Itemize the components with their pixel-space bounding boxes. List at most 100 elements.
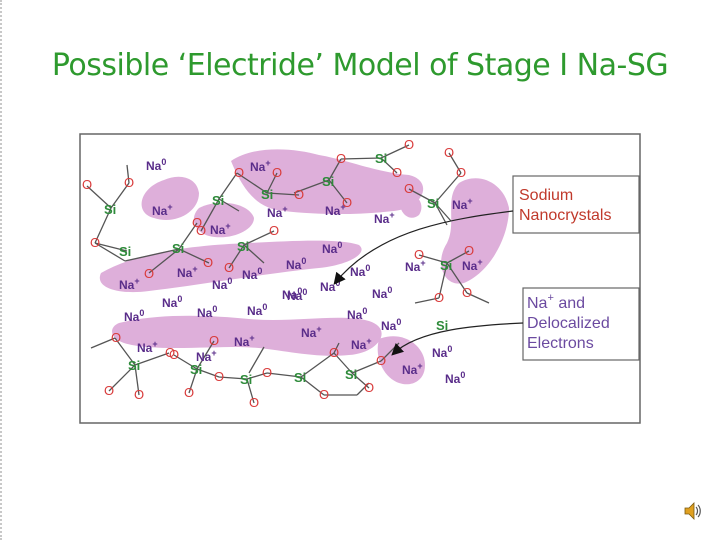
o-atom: O bbox=[214, 369, 224, 384]
nanocrystals-label-line1: Sodium bbox=[519, 187, 573, 204]
si-atom: Si bbox=[375, 151, 387, 166]
o-atom: O bbox=[434, 290, 444, 305]
page-title: Possible ‘Electride’ Model of Stage I Na… bbox=[51, 48, 669, 83]
o-atom: O bbox=[203, 255, 213, 270]
si-atom: Si bbox=[345, 367, 357, 382]
o-atom: O bbox=[104, 383, 114, 398]
na-atom: Na0 bbox=[322, 240, 342, 256]
na-ion: Na+ bbox=[325, 202, 346, 218]
o-atom: O bbox=[165, 345, 175, 360]
si-atom: Si bbox=[190, 362, 202, 377]
o-atom: O bbox=[336, 151, 346, 166]
na-ion: Na+ bbox=[301, 324, 322, 340]
o-atom: O bbox=[456, 165, 466, 180]
o-atom: O bbox=[224, 260, 234, 275]
o-atom: O bbox=[329, 345, 339, 360]
na-atom: Na0 bbox=[287, 287, 307, 303]
sodium-atoms: Na0 Na0 Na0 Na0 Na0 Na0 Na0 Na0 Na0 Na0 … bbox=[124, 157, 465, 386]
o-atom: O bbox=[444, 145, 454, 160]
o-atom: O bbox=[404, 181, 414, 196]
na-ion: Na+ bbox=[119, 276, 140, 292]
o-atom: O bbox=[192, 215, 202, 230]
na-atom: Na0 bbox=[432, 344, 452, 360]
na-atom: Na0 bbox=[162, 294, 182, 310]
electrons-callout-box bbox=[522, 287, 640, 361]
na-ion: Na+ bbox=[177, 264, 198, 280]
na-atom: Na0 bbox=[197, 304, 217, 320]
na-atom: Na0 bbox=[282, 286, 302, 302]
o-atom: O bbox=[111, 330, 121, 345]
si-atom: Si bbox=[172, 241, 184, 256]
na-ion: Na+ bbox=[351, 336, 372, 352]
na-ion: Na+ bbox=[267, 204, 288, 220]
si-atom: Si bbox=[212, 193, 224, 208]
o-atom: O bbox=[196, 223, 206, 238]
si-atom: Si bbox=[427, 196, 439, 211]
na-atom: Na0 bbox=[247, 302, 267, 318]
na-atom: Na0 bbox=[347, 306, 367, 322]
o-atom: O bbox=[464, 243, 474, 258]
o-atom: O bbox=[144, 266, 154, 281]
na-ion: Na+ bbox=[405, 258, 426, 274]
silicon-atoms: Si Si Si Si Si Si Si Si Si Si Si Si Si S… bbox=[104, 151, 452, 387]
electrons-arrow bbox=[391, 322, 524, 356]
na-ion: Na+ bbox=[374, 210, 395, 226]
o-atom: O bbox=[209, 333, 219, 348]
slide-left-border bbox=[0, 0, 5, 540]
na-atom: Na0 bbox=[124, 308, 144, 324]
o-atom: O bbox=[124, 175, 134, 190]
o-atom: O bbox=[169, 347, 179, 362]
o-atom: O bbox=[90, 235, 100, 250]
electrons-label-line3: Electrons bbox=[527, 335, 594, 352]
na-ion: Na+ bbox=[210, 221, 231, 237]
o-atom: O bbox=[134, 387, 144, 402]
si-atom: Si bbox=[436, 318, 448, 333]
na-atom: Na0 bbox=[381, 317, 401, 333]
na-atom: Na0 bbox=[146, 157, 166, 173]
si-atom: Si bbox=[128, 358, 140, 373]
si-atom: Si bbox=[322, 174, 334, 189]
na-atom: Na0 bbox=[445, 370, 465, 386]
o-atom: O bbox=[272, 165, 282, 180]
silica-bonds bbox=[86, 144, 490, 404]
na-atom: Na0 bbox=[242, 266, 262, 282]
nanocrystals-label-line2: Nanocrystals bbox=[519, 207, 611, 224]
na-atom: Na0 bbox=[372, 285, 392, 301]
o-atom: O bbox=[376, 353, 386, 368]
sodium-regions bbox=[99, 149, 509, 385]
o-atom: O bbox=[404, 137, 414, 152]
si-atom: Si bbox=[104, 202, 116, 217]
na-ion: Na+ bbox=[402, 361, 423, 377]
si-atom: Si bbox=[119, 244, 131, 259]
na-ion: Na+ bbox=[462, 257, 483, 273]
na-ion: Na+ bbox=[152, 202, 173, 218]
na-ion: Na+ bbox=[452, 196, 473, 212]
o-atom: O bbox=[392, 165, 402, 180]
o-atom: O bbox=[249, 395, 259, 410]
o-atom: O bbox=[82, 177, 92, 192]
na-ion: Na+ bbox=[250, 158, 271, 174]
si-atom: Si bbox=[240, 372, 252, 387]
o-atom: O bbox=[319, 387, 329, 402]
nanocrystals-arrow bbox=[333, 210, 514, 285]
na-atom: Na0 bbox=[212, 276, 232, 292]
o-atom: O bbox=[364, 380, 374, 395]
si-atom: Si bbox=[294, 370, 306, 385]
o-atom: O bbox=[269, 223, 279, 238]
o-atom: O bbox=[184, 385, 194, 400]
na-atom: Na0 bbox=[350, 263, 370, 279]
sodium-ions: Na+ Na+ Na+ Na+ Na+ Na+ Na+ Na+ Na+ Na+ … bbox=[119, 158, 483, 377]
nanocrystals-callout-box bbox=[512, 175, 640, 234]
electrons-label-line2: Delocalized bbox=[527, 315, 610, 332]
na-atom: Na0 bbox=[286, 256, 306, 272]
o-atom: O bbox=[414, 247, 424, 262]
electrons-label-line1: Na+ and bbox=[527, 292, 585, 312]
oxygen-atoms: O O O O O O O O O O O O O O O O O O O O … bbox=[82, 137, 474, 410]
o-atom: O bbox=[234, 165, 244, 180]
diagram: Si Si Si Si Si Si Si Si Si Si Si Si Si S… bbox=[79, 133, 641, 424]
speaker-icon[interactable] bbox=[682, 500, 704, 522]
o-atom: O bbox=[462, 285, 472, 300]
o-atom: O bbox=[262, 365, 272, 380]
si-atom: Si bbox=[237, 239, 249, 254]
si-atom: Si bbox=[261, 187, 273, 202]
